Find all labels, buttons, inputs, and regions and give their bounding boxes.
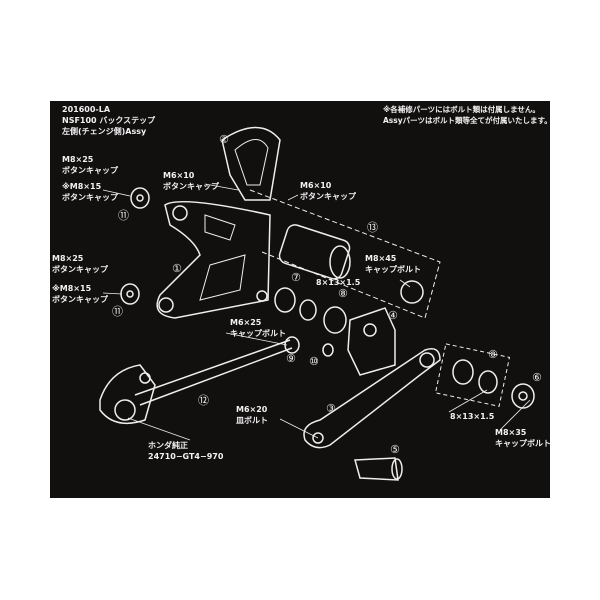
part-number-marker: ⑦ (291, 271, 301, 284)
label-text: キャップボルト (230, 329, 286, 338)
part-number: 201600-LA (62, 105, 111, 114)
callout-label: M8×25 ボタンキャップ (52, 253, 108, 275)
label-text: M8×25 (52, 254, 84, 263)
label-text: ボタンキャップ (52, 295, 108, 304)
part-number-marker: ② (219, 133, 229, 146)
callout-label: M8×35 キャップボルト (495, 427, 551, 449)
label-text: キャップボルト (365, 265, 421, 274)
label-text: ※M8×15 (62, 182, 102, 191)
part-number-marker: ⑧ (338, 287, 348, 300)
part-number-marker: ⑬ (367, 221, 378, 234)
product-side: 左側(チェンジ側)Assy (62, 127, 147, 136)
label-text: 皿ボルト (236, 416, 268, 425)
note-line: Assyパーツはボルト類等全てが付属いたします。 (383, 116, 552, 125)
note-line: ※各補修パーツにはボルト類は付属しません。 (383, 105, 540, 114)
button-cap-part (130, 187, 150, 209)
part-number-marker: ⑫ (198, 394, 209, 407)
footpeg-part (278, 224, 351, 280)
label-text: キャップボルト (495, 439, 551, 448)
note-block: ※各補修パーツにはボルト類は付属しません。 Assyパーツはボルト類等全てが付属… (383, 104, 552, 126)
part-number-marker: ⑤ (390, 443, 400, 456)
cap-bolt-part (400, 280, 424, 304)
part-number-marker: ⑪ (118, 209, 129, 222)
part-number-marker: ① (172, 262, 182, 275)
pivot-block-part (347, 307, 396, 376)
label-text: 24710−GT4−970 (148, 452, 224, 461)
label-text: 8×13×1.5 (316, 278, 361, 287)
label-text: ホンダ純正 (148, 441, 188, 450)
callout-label: M6×10 ボタンキャップ (163, 170, 219, 192)
title-block: 201600-LA NSF100 バックステップ 左側(チェンジ側)Assy (62, 104, 155, 137)
part-number-marker: ⑥ (532, 371, 542, 384)
diagram-panel (50, 101, 550, 498)
product-name: NSF100 バックステップ (62, 116, 156, 125)
callout-label: ※M8×15 ボタンキャップ (52, 283, 108, 305)
label-text: ※M8×15 (52, 284, 92, 293)
label-text: 8×13×1.5 (450, 412, 495, 421)
callout-label: 8×13×1.5 (316, 277, 360, 288)
toe-peg-part (354, 457, 399, 481)
label-text: M6×10 (163, 171, 195, 180)
callout-label: ※M8×15 ボタンキャップ (62, 181, 118, 203)
label-text: M8×25 (62, 155, 94, 164)
callout-label: M8×25 ボタンキャップ (62, 154, 118, 176)
main-bracket-part (156, 200, 271, 319)
callout-label: ホンダ純正 24710−GT4−970 (148, 440, 223, 462)
shift-rod-part (134, 339, 293, 406)
part-number-marker: ④ (388, 309, 398, 322)
callout-label: M6×25 キャップボルト (230, 317, 286, 339)
label-text: M6×20 (236, 405, 268, 414)
part-number-marker: ⑩ (309, 355, 319, 368)
callout-label: M6×10 ボタンキャップ (300, 180, 356, 202)
part-number-marker: ⑨ (286, 352, 296, 365)
part-number-marker: ⑪ (112, 305, 123, 318)
shift-lever-part (303, 348, 441, 449)
label-text: ボタンキャップ (62, 166, 118, 175)
label-text: M6×25 (230, 318, 262, 327)
part-number-marker: ⑧ (488, 348, 498, 361)
callout-label: M6×20 皿ボルト (236, 404, 268, 426)
button-cap-part (120, 283, 140, 305)
label-text: M8×45 (365, 254, 397, 263)
end-bolt-part (511, 383, 535, 409)
callout-label: M8×45 キャップボルト (365, 253, 421, 275)
label-text: ボタンキャップ (62, 193, 118, 202)
label-text: ボタンキャップ (163, 182, 219, 191)
label-text: M8×35 (495, 428, 527, 437)
part-number-marker: ③ (326, 402, 336, 415)
label-text: M6×10 (300, 181, 332, 190)
heel-plate-part (221, 126, 281, 201)
callout-label: 8×13×1.5 (450, 411, 494, 422)
label-text: ボタンキャップ (52, 265, 108, 274)
rod-end-part (99, 364, 156, 425)
label-text: ボタンキャップ (300, 192, 356, 201)
